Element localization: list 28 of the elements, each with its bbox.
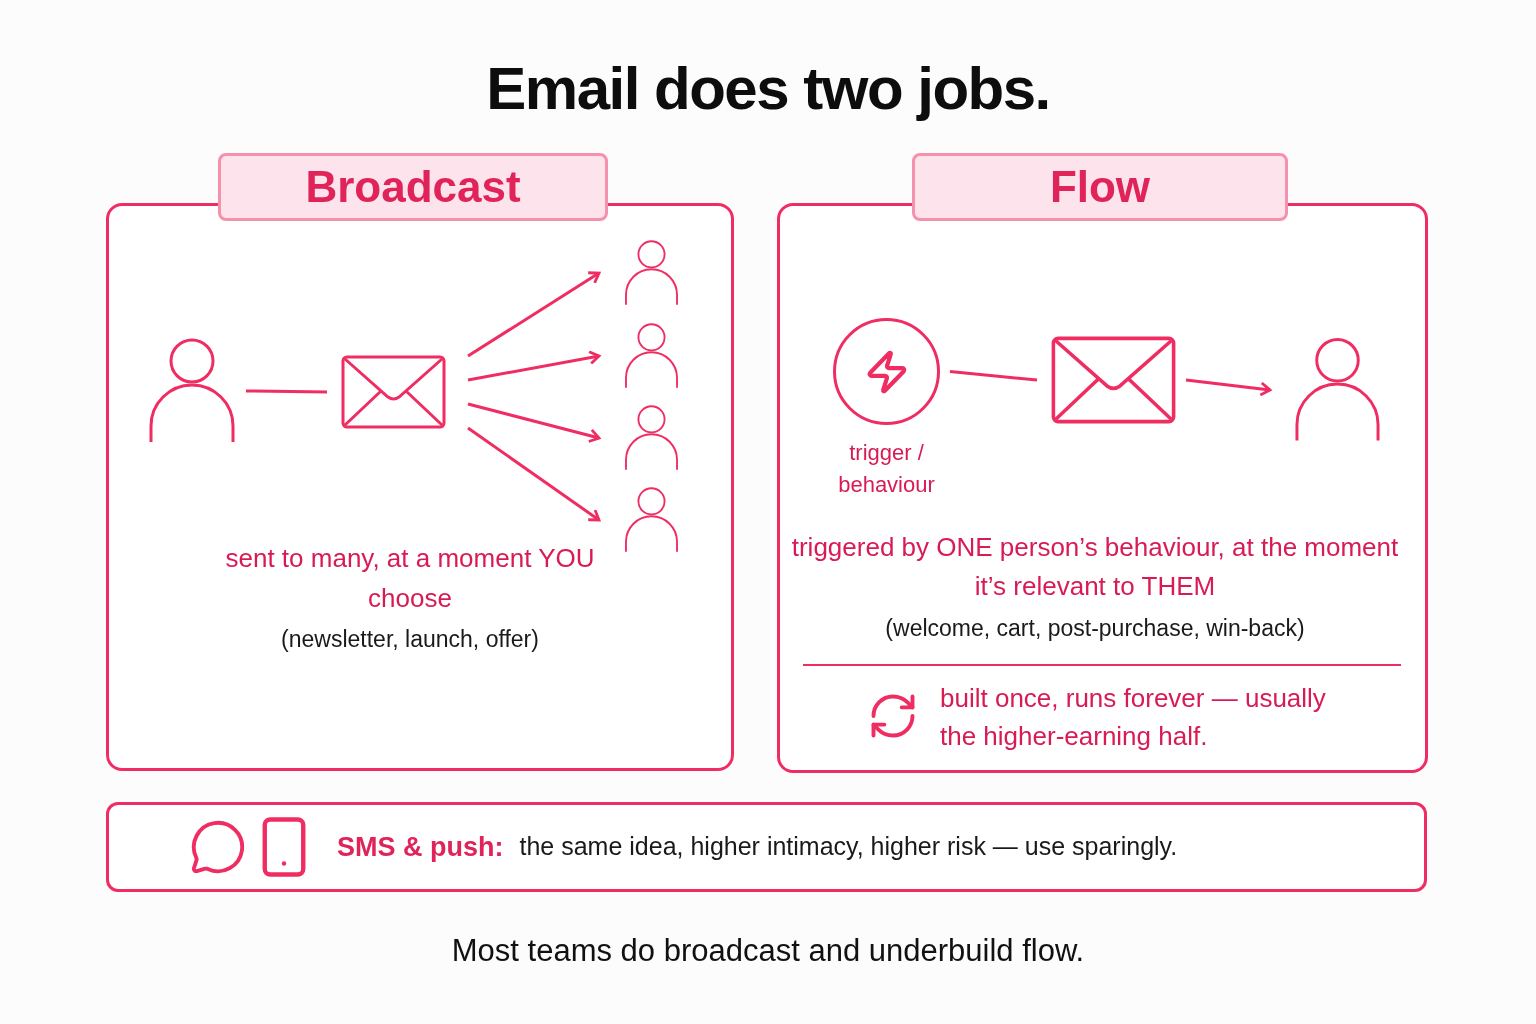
person-icon [623,323,680,389]
person-icon [623,240,680,306]
arrow [467,402,601,443]
examples-text: (newsletter, launch, offer) [280,625,540,654]
connector-line [245,389,328,394]
arrow [467,426,601,522]
person-icon [623,487,680,553]
body-text: triggered by ONE person’s behaviour, at the moment it’s relevant to THEM [790,531,1400,603]
caption: Most teams do broadcast and underbuild flow. [450,932,1086,970]
arrow [467,271,601,358]
title: Email does two jobs. [485,54,1051,124]
person-icon [148,338,236,444]
examples-text: (welcome, cart, post-purchase, win-back) [884,614,1306,643]
arrow [1185,378,1272,397]
note-band [106,802,1427,892]
arrow [467,350,601,382]
panel-heading: Broadcast [218,153,608,221]
band-text: the same idea, higher intimacy, higher risk — use sparingly. [519,831,1178,863]
envelope-icon [1051,336,1176,424]
person-icon [1294,337,1381,443]
body-text: sent to many, at a moment YOU choose [224,542,596,615]
envelope-icon [341,355,446,429]
connector-line [949,370,1038,382]
panel-heading: Flow [912,153,1288,221]
note-text: built once, runs forever — usually the higher-earning half. [940,682,1327,753]
person-icon [623,405,680,471]
node-caption: trigger / behaviour [837,439,936,499]
band-heading: SMS & push: [337,830,504,864]
